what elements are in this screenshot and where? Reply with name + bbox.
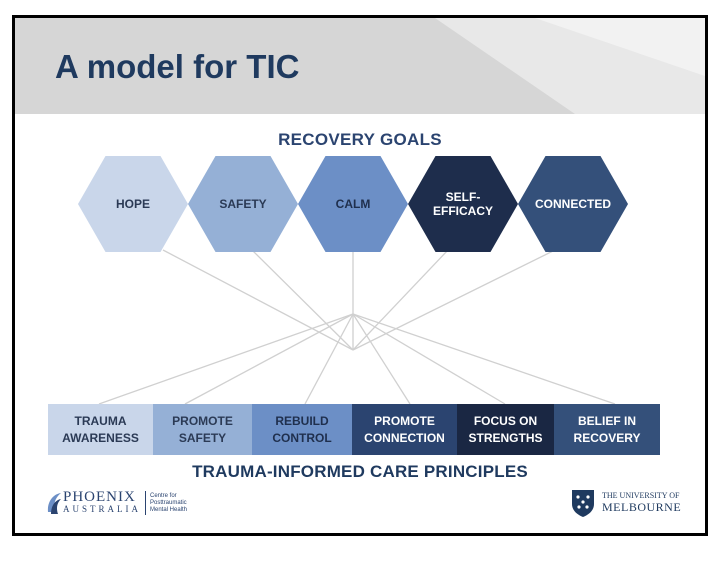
phoenix-centre-text: Centre for Posttraumatic Mental Health xyxy=(150,492,188,513)
connector-line xyxy=(304,313,354,405)
principle-box: TRAUMA AWARENESS xyxy=(48,404,153,455)
connector-line xyxy=(352,313,411,405)
principle-box: PROMOTE CONNECTION xyxy=(352,404,457,455)
connector-line xyxy=(352,249,449,351)
goal-hexagon: CALM xyxy=(298,156,408,252)
logo-divider xyxy=(145,491,146,515)
page-title: A model for TIC xyxy=(55,48,300,85)
principle-box: BELIEF IN RECOVERY xyxy=(554,404,660,455)
principles-title: TRAUMA-INFORMED CARE PRINCIPLES xyxy=(192,462,528,481)
principle-box: PROMOTE SAFETY xyxy=(153,404,252,455)
melbourne-main-text: MELBOURNE xyxy=(602,500,682,514)
connector-line xyxy=(352,313,506,405)
principle-box: FOCUS ON STRENGTHS xyxy=(457,404,554,455)
title-band: A model for TIC xyxy=(15,18,705,114)
connector-line xyxy=(184,313,354,405)
connector-line xyxy=(352,313,616,405)
phoenix-wordmark: PHOENIX xyxy=(63,489,136,505)
connector-line xyxy=(162,249,354,351)
australia-wordmark: AUSTRALIA xyxy=(63,504,141,514)
connector-lines xyxy=(98,249,616,405)
phoenix-australia-logo: PHOENIX AUSTRALIA Centre for Posttraumat… xyxy=(45,488,206,518)
phoenix-bird-icon xyxy=(47,493,61,514)
melbourne-top-text: THE UNIVERSITY OF xyxy=(602,491,680,500)
university-of-melbourne-logo: THE UNIVERSITY OF MELBOURNE xyxy=(570,488,681,518)
connector-line xyxy=(251,249,354,351)
melbourne-crest-icon xyxy=(572,490,594,517)
connector-line xyxy=(98,313,354,405)
title-band-shading xyxy=(435,18,705,114)
connector-line xyxy=(352,249,556,351)
goal-hexagon: SELF- EFFICACY xyxy=(408,156,518,252)
recovery-goals-title: RECOVERY GOALS xyxy=(278,130,442,149)
principle-box: REBUILD CONTROL xyxy=(252,404,352,455)
